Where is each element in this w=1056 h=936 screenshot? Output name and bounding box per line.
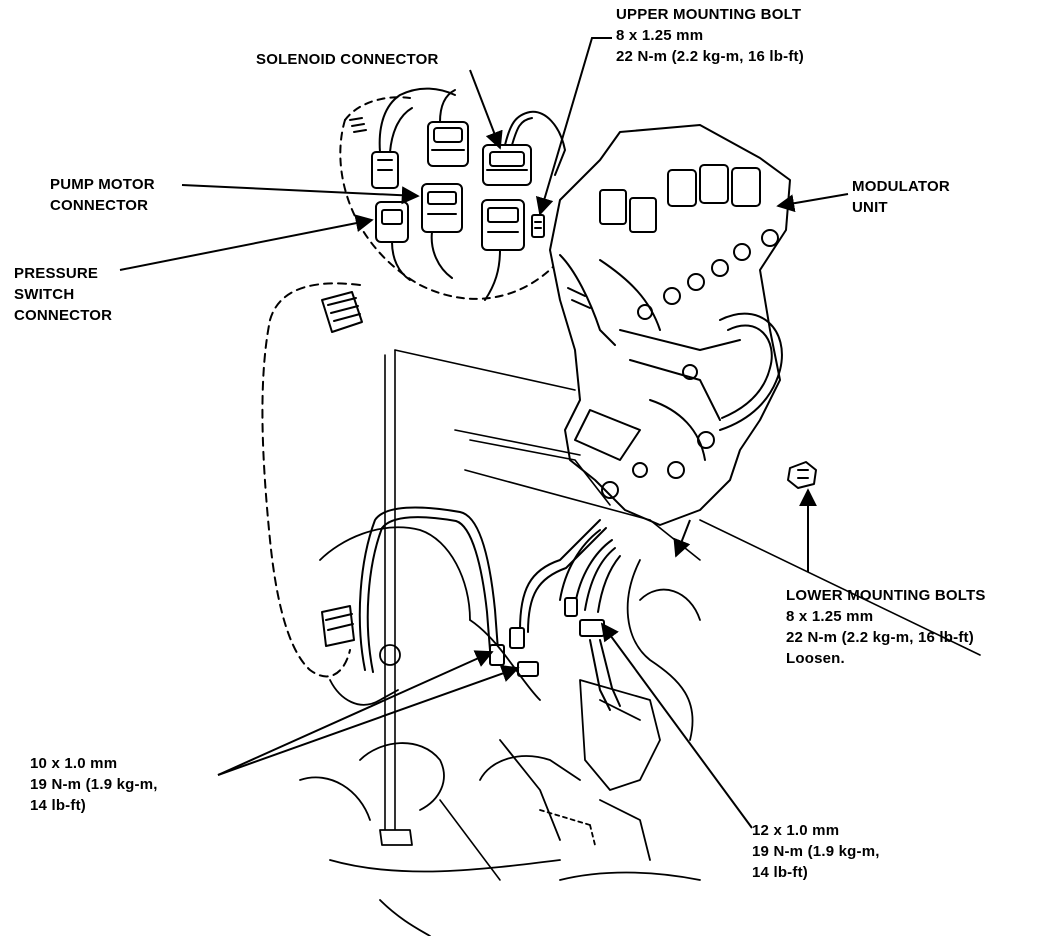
pump-motor-connector-label: PUMP MOTOR CONNECTOR (50, 174, 155, 216)
upper-mounting-bolt-torque: 22 N-m (2.2 kg-m, 16 lb-ft) (616, 48, 804, 65)
fitting-12mm-size: 12 x 1.0 mm (752, 822, 840, 839)
fitting-10mm-torque-line2: 14 lb-ft) (30, 797, 86, 814)
fitting-10mm-size: 10 x 1.0 mm (30, 755, 118, 772)
pressure-switch-connector-shape (375, 201, 411, 281)
leader-12mm (600, 622, 753, 829)
pressure-switch-line1: PRESSURE (14, 265, 99, 282)
fitting-10mm-torque-line1: 19 N-m (1.9 kg-m, (30, 776, 158, 793)
leader-10mm-a (217, 650, 494, 776)
connector-bubble-outline (339, 119, 556, 300)
modulator-unit-label: MODULATOR UNIT (852, 176, 950, 218)
lower-mounting-bolts-size: 8 x 1.25 mm (786, 608, 874, 625)
fitting-12mm-torque-line2: 14 lb-ft) (752, 864, 808, 881)
leader-modulator (776, 193, 849, 213)
brake-lines (358, 506, 621, 673)
pump-motor-connector-line1: PUMP MOTOR (50, 176, 155, 193)
upper-mounting-bolt-label: UPPER MOUNTING BOLT 8 x 1.25 mm 22 N-m (… (616, 4, 804, 67)
fitting-12mm-label: 12 x 1.0 mm 19 N-m (1.9 kg-m, 14 lb-ft) (752, 820, 880, 883)
brake-line-fittings (489, 597, 621, 711)
leader-pressure-switch (119, 214, 374, 271)
pressure-switch-line3: CONNECTOR (14, 307, 113, 324)
lower-bolt-shape (787, 461, 817, 489)
fitting-10mm-label: 10 x 1.0 mm 19 N-m (1.9 kg-m, 14 lb-ft) (30, 753, 158, 816)
pressure-switch-connector-label: PRESSURE SWITCH CONNECTOR (14, 263, 112, 326)
leader-lines (119, 37, 849, 829)
solenoid-connector-shape (482, 110, 566, 186)
fitting-12mm-torque-line1: 19 N-m (1.9 kg-m, (752, 843, 880, 860)
solenoid-connector-text: SOLENOID CONNECTOR (256, 51, 439, 68)
engine-bay-details (299, 526, 701, 936)
lower-mounting-bolts-title: LOWER MOUNTING BOLTS (786, 587, 986, 604)
leader-pump-motor (181, 184, 420, 205)
modulator-unit-line2: UNIT (852, 199, 888, 216)
mounting-bracket-lines (384, 349, 981, 881)
lower-mounting-bolts-torque: 22 N-m (2.2 kg-m, 16 lb-ft) (786, 629, 974, 646)
harness-clip-lower (321, 605, 355, 647)
upper-mounting-bolt-size: 8 x 1.25 mm (616, 27, 704, 44)
upper-mounting-bolt-title: UPPER MOUNTING BOLT (616, 6, 802, 23)
lower-mounting-bolts-note: Loosen. (786, 650, 845, 667)
lower-right-connector-shape (481, 199, 525, 301)
modulator-unit-line1: MODULATOR (852, 178, 950, 195)
leader-upper-bolt (535, 37, 612, 216)
harness-clip-upper (321, 291, 363, 333)
leader-10mm-b (217, 664, 520, 776)
upper-left-connector-shape (349, 87, 456, 189)
upper-center-connector-shape (427, 89, 469, 167)
leader-solenoid (469, 69, 503, 150)
upper-bolt-shape (531, 214, 545, 238)
harness-loop (261, 282, 361, 678)
modulator-unit-shape (549, 124, 791, 526)
lower-mounting-bolts-label: LOWER MOUNTING BOLTS 8 x 1.25 mm 22 N-m … (786, 585, 986, 669)
pump-motor-connector-shape (421, 183, 463, 279)
solenoid-connector-label: SOLENOID CONNECTOR (256, 49, 439, 70)
leader-lower-bolt-diag (673, 519, 691, 558)
pump-motor-connector-line2: CONNECTOR (50, 197, 149, 214)
pressure-switch-line2: SWITCH (14, 286, 75, 303)
